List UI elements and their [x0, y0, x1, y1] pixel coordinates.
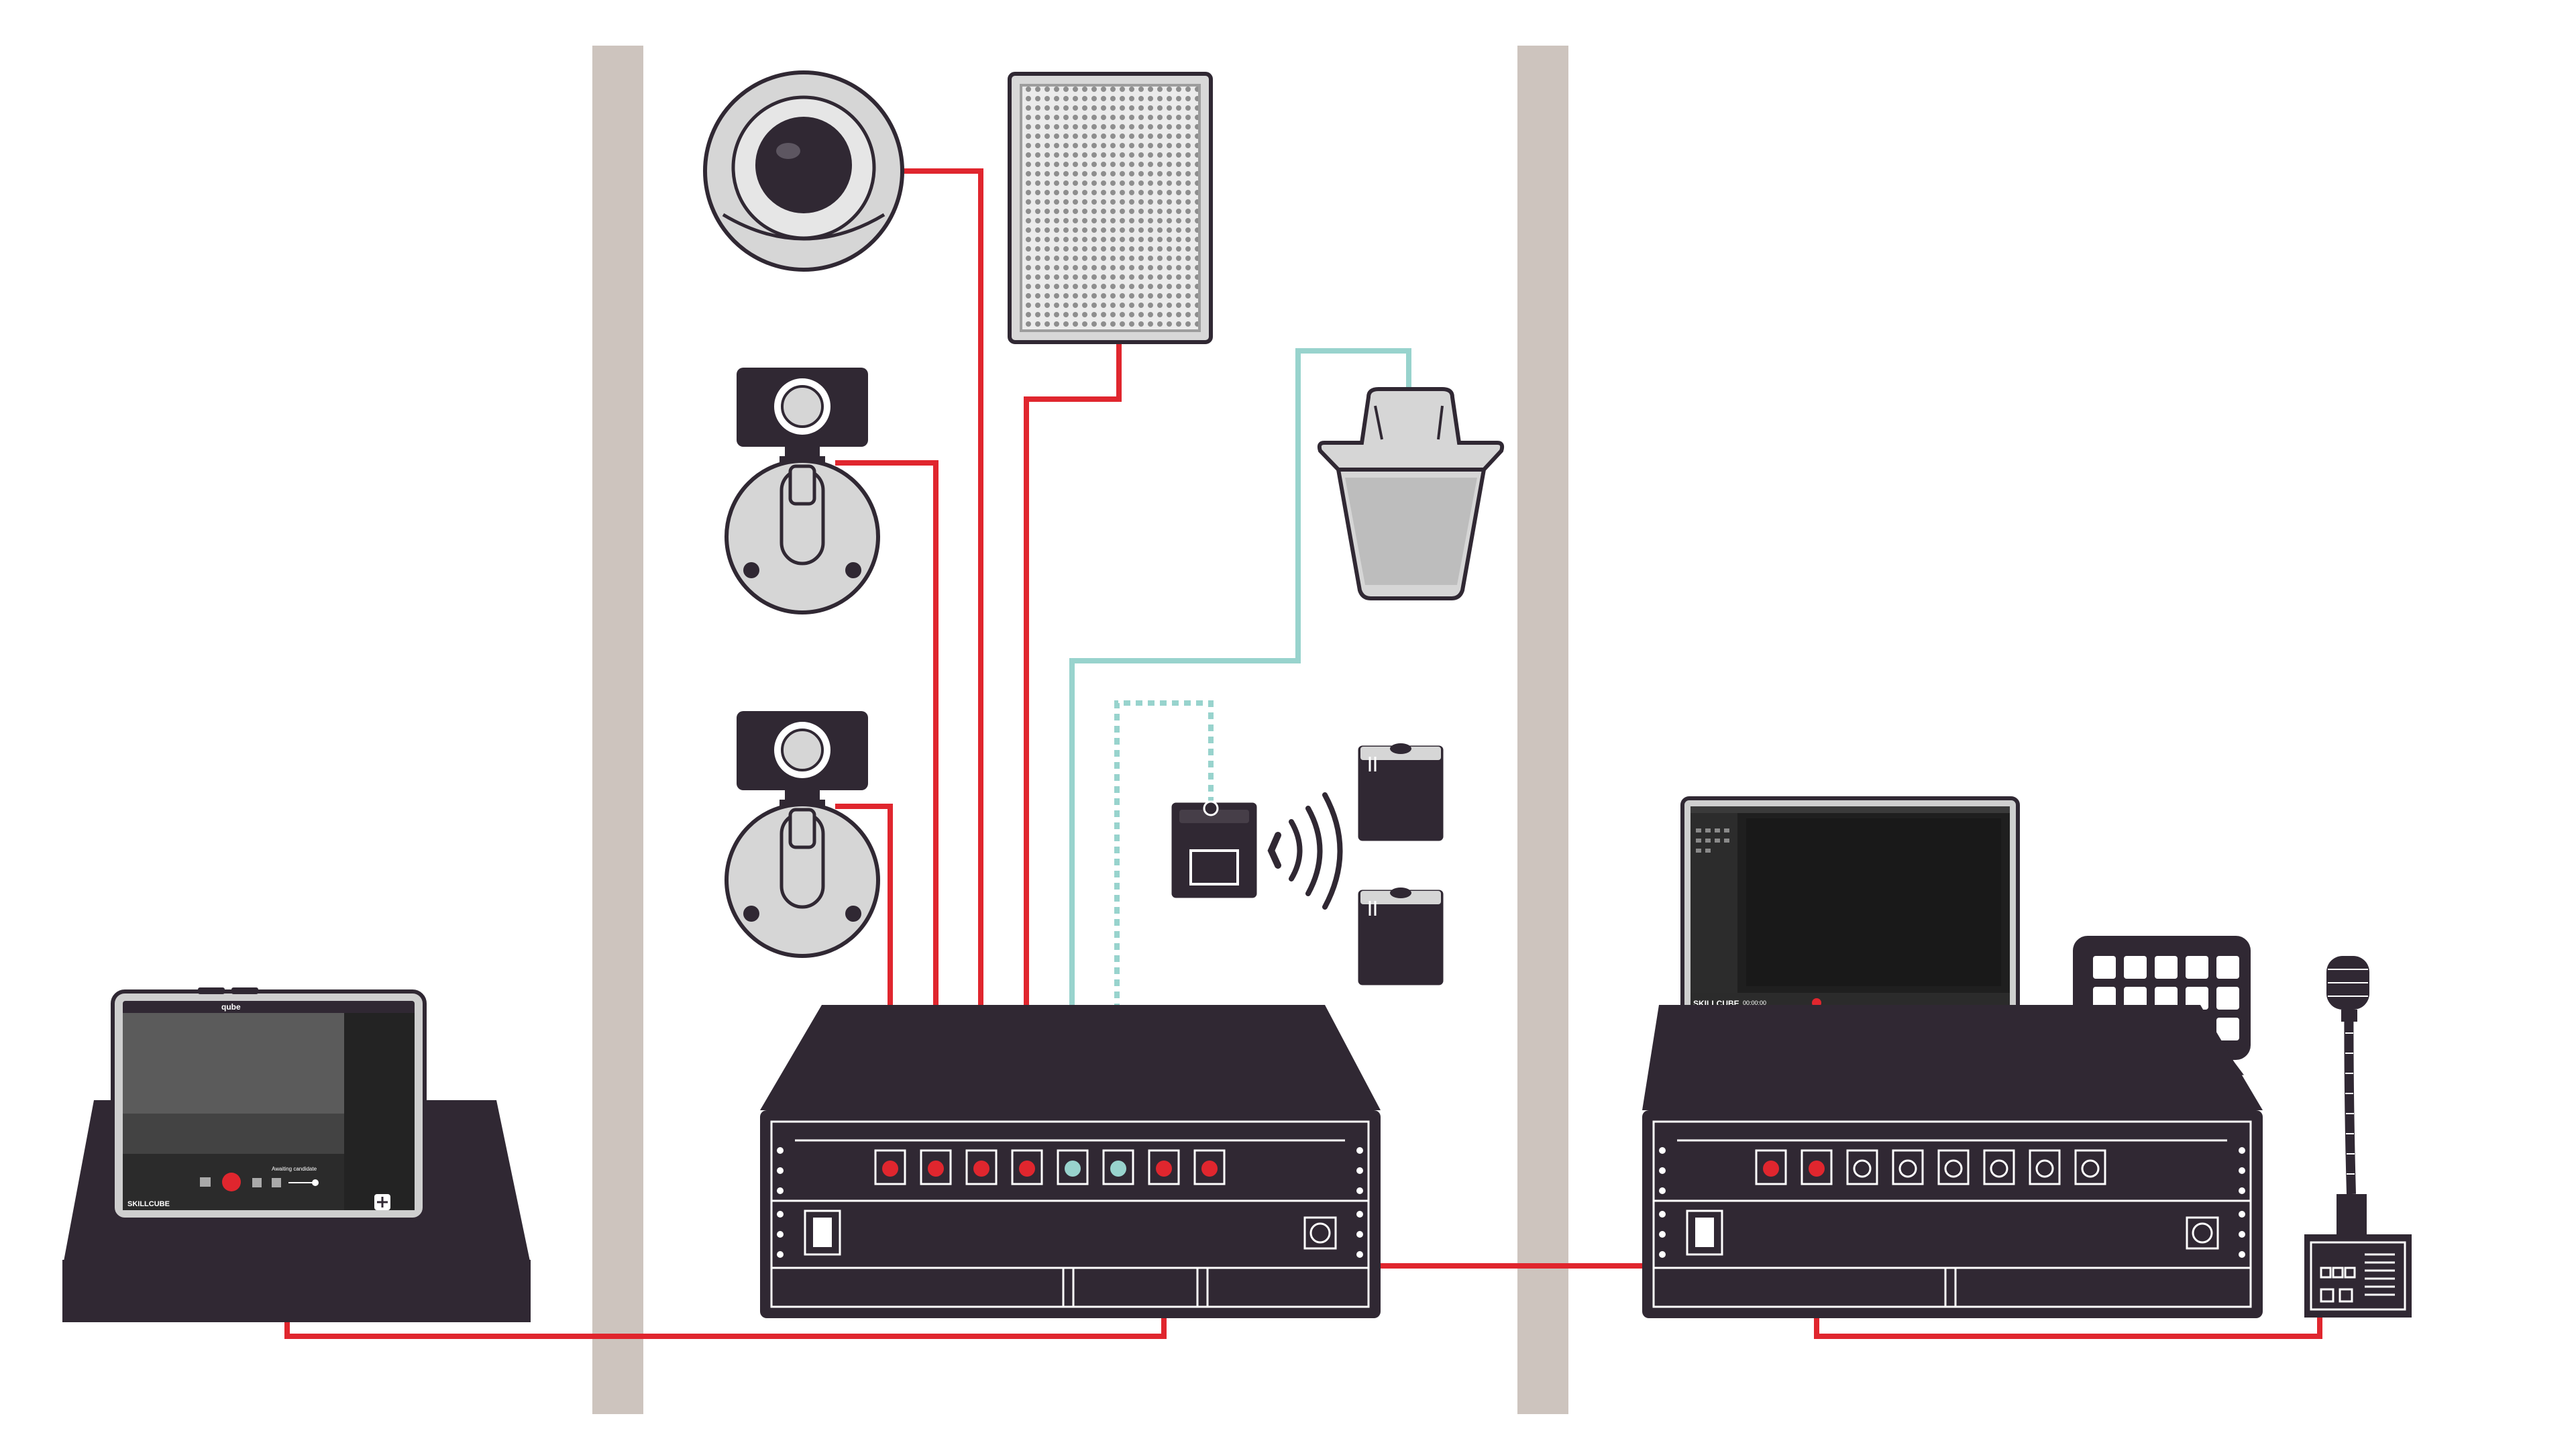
- rack-unit-icon: [1642, 1005, 2263, 1318]
- ceiling-speaker-icon: [1008, 72, 1213, 344]
- cable-wireless-receiver: [1114, 700, 1214, 1167]
- wall-right: [1517, 46, 1568, 1414]
- cable-ceiling-microphone: [1069, 348, 1411, 1167]
- laptop-timecode: 00:00:00: [1743, 1000, 1766, 1006]
- cable-wall-camera-top: [835, 460, 938, 1167]
- rack-port-plugs: [882, 1161, 1218, 1177]
- wall-left: [592, 46, 643, 1414]
- rack-ports: [1755, 1149, 2106, 1185]
- wireless-microphone-icon: [1356, 743, 1446, 843]
- rack-unit-icon: [760, 1005, 1381, 1318]
- cable-ceiling-speaker: [1024, 344, 1122, 1167]
- cable-dome-camera: [896, 168, 983, 1167]
- rack-port-plugs: [1763, 1159, 2100, 1178]
- tablet-status-text: Awaiting candidate: [272, 1166, 317, 1172]
- wall-camera-icon: [724, 711, 880, 958]
- dome-camera-icon: [703, 70, 904, 272]
- tablet-brand-text: SKILLCUBE: [127, 1200, 170, 1208]
- tablet-icon: qube SKILLCUBE Awaiting candidate: [62, 987, 531, 1322]
- wireless-receiver-icon: [1169, 800, 1259, 900]
- wireless-signal-icon: [1267, 792, 1343, 910]
- rack-ports: [874, 1149, 1226, 1185]
- wall-camera-icon: [724, 368, 880, 614]
- tablet-app-title: qube: [221, 1002, 241, 1012]
- ceiling-microphone-icon: [1317, 387, 1505, 600]
- gooseneck-microphone-icon: [2304, 956, 2412, 1318]
- teal-cables: [1069, 348, 1411, 1167]
- wireless-microphone-icon: [1356, 888, 1446, 987]
